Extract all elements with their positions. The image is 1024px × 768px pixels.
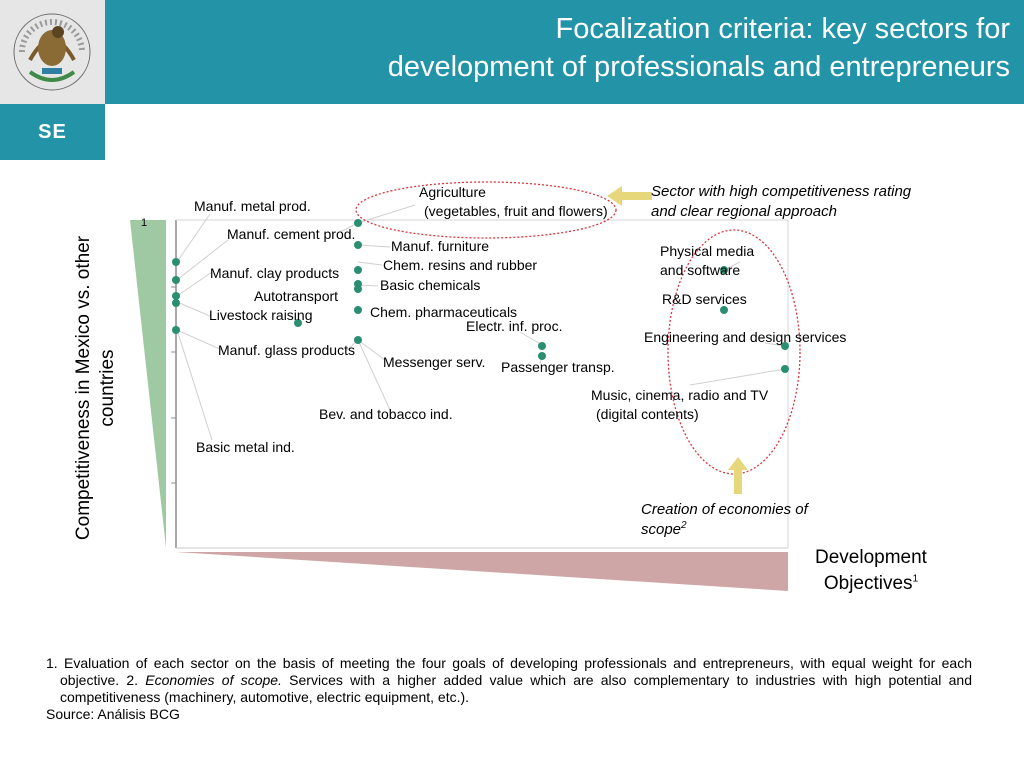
label-manuf-glass: Manuf. glass products bbox=[218, 342, 355, 358]
dot bbox=[354, 241, 362, 249]
up-arrow-icon bbox=[728, 457, 748, 494]
label-chem-resins: Chem. resins and rubber bbox=[383, 257, 538, 273]
label-messenger: Messenger serv. bbox=[383, 354, 486, 370]
footnote-part-a: 1. Evaluation of each sector on the basi… bbox=[46, 655, 972, 688]
dot bbox=[720, 266, 728, 274]
dot bbox=[172, 299, 180, 307]
label-basic-metal: Basic metal ind. bbox=[196, 439, 295, 455]
dot bbox=[354, 306, 362, 314]
high-competitiveness-ellipse bbox=[355, 181, 617, 239]
dot bbox=[172, 326, 180, 334]
x-axis-label: Development Objectives bbox=[815, 547, 927, 594]
dot bbox=[294, 319, 302, 327]
dot bbox=[720, 306, 728, 314]
dot bbox=[781, 365, 789, 373]
dot bbox=[354, 219, 362, 227]
x-axis-title: Development Objectives1 bbox=[796, 545, 946, 597]
note-bottom-sup: 2 bbox=[681, 520, 687, 531]
note-top-line2: and clear regional approach bbox=[651, 203, 837, 220]
label-rd-services: R&D services bbox=[662, 291, 747, 307]
label-passenger: Passenger transp. bbox=[501, 359, 615, 375]
coat-of-arms-icon bbox=[13, 13, 91, 91]
label-agriculture-sub: (vegetables, fruit and flowers) bbox=[424, 203, 608, 219]
note-bottom-line1: Creation of economies of bbox=[641, 501, 808, 518]
label-agriculture: Agriculture bbox=[419, 184, 486, 200]
label-chem-pharma: Chem. pharmaceuticals bbox=[370, 304, 518, 320]
left-arrow-icon bbox=[607, 186, 652, 206]
dot bbox=[354, 266, 362, 274]
leader-lines bbox=[176, 204, 786, 441]
footnote: 1. Evaluation of each sector on the basi… bbox=[46, 655, 972, 723]
label-bev-tobacco: Bev. and tobacco ind. bbox=[319, 406, 453, 422]
label-engineering: Engineering and design services bbox=[644, 329, 847, 345]
development-triangle bbox=[176, 552, 788, 591]
title-line-1: Focalization criteria: key sectors for bbox=[555, 13, 1010, 45]
competitiveness-triangle bbox=[130, 220, 166, 548]
logo-box bbox=[0, 0, 105, 104]
label-basic-chemicals: Basic chemicals bbox=[380, 277, 481, 293]
note-economies-of-scope: Creation of economies of scope2 bbox=[641, 500, 808, 540]
label-music-sub: (digital contents) bbox=[596, 406, 699, 422]
footnote-emphasis: Economies of scope. bbox=[145, 672, 282, 688]
dot bbox=[781, 342, 789, 350]
dot bbox=[354, 336, 362, 344]
se-logo: SE bbox=[0, 104, 105, 160]
dot bbox=[172, 258, 180, 266]
note-high-competitiveness: Sector with high competitiveness rating … bbox=[651, 182, 911, 222]
footnote-text: 1. Evaluation of each sector on the basi… bbox=[46, 655, 972, 706]
header-band bbox=[0, 0, 1024, 104]
y-tick-label: 1 bbox=[141, 217, 148, 229]
economies-of-scope-ellipse bbox=[667, 229, 801, 475]
label-manuf-furniture: Manuf. furniture bbox=[391, 238, 490, 254]
label-manuf-metal: Manuf. metal prod. bbox=[194, 198, 311, 214]
x-axis-sup: 1 bbox=[912, 573, 919, 585]
label-manuf-cement: Manuf. cement prod. bbox=[227, 226, 356, 242]
dot bbox=[538, 352, 546, 360]
label-music: Music, cinema, radio and TV bbox=[591, 387, 769, 403]
label-physical-media-2: and software bbox=[660, 262, 741, 278]
note-top-line1: Sector with high competitiveness rating bbox=[651, 183, 912, 200]
label-electr-inf: Electr. inf. proc. bbox=[466, 318, 563, 334]
label-physical-media: Physical media bbox=[660, 243, 755, 259]
dot bbox=[172, 276, 180, 284]
label-autotransport: Autotransport bbox=[254, 288, 339, 304]
dot bbox=[172, 292, 180, 300]
dot bbox=[538, 342, 546, 350]
label-livestock: Livestock raising bbox=[209, 307, 313, 323]
sector-dots bbox=[172, 219, 789, 373]
footnote-source: Source: Análisis BCG bbox=[46, 706, 180, 722]
note-bottom-line2: scope bbox=[641, 521, 682, 538]
dot bbox=[354, 285, 362, 293]
y-axis-title: Competitiveness in Mexico vs. other coun… bbox=[73, 235, 118, 541]
label-manuf-clay: Manuf. clay products bbox=[210, 265, 340, 281]
footnote-part-b: Services with a higher added value which… bbox=[60, 672, 973, 705]
page-title: Focalization criteria: key sectors for d… bbox=[210, 10, 1010, 86]
title-line-2: development of professionals and entrepr… bbox=[387, 51, 1010, 83]
